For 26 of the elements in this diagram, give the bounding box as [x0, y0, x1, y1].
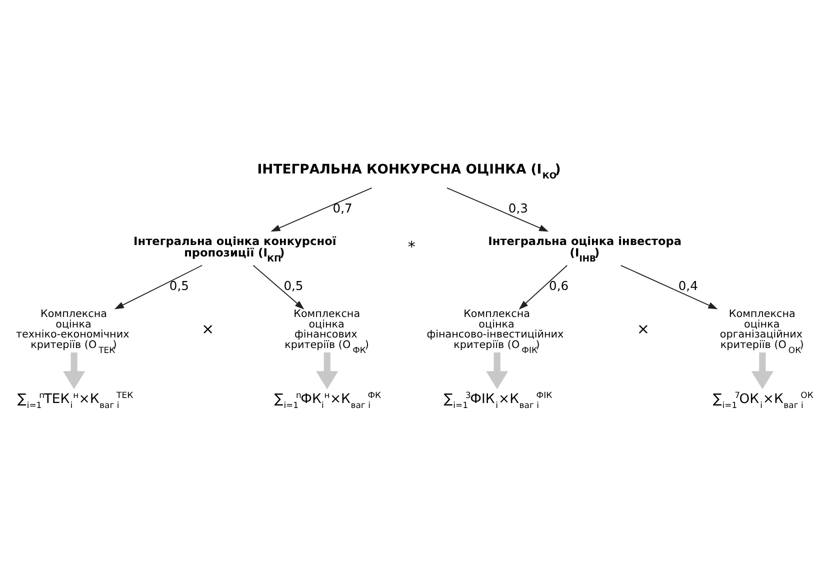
arrow	[252, 264, 304, 310]
label: ×	[202, 319, 214, 338]
arrow	[270, 186, 372, 232]
arrow	[486, 352, 508, 389]
label: *	[408, 237, 416, 256]
node-text: Комплексна оцінка техніко-економічних критеріїв (O$_{ТЕК}$)	[16, 307, 130, 356]
arrow	[62, 352, 86, 389]
edge-label: 0,5	[169, 278, 189, 293]
arrow	[518, 264, 568, 310]
node-text: Інтегральна оцінка інвестора (I$_{ІНВ}$)	[488, 233, 682, 264]
edge-label: 0,5	[284, 278, 304, 293]
node-text: Інтегральна оцінка конкурсної пропозиції (I$_{КП}$)	[134, 233, 336, 264]
node-text: ІНТЕГРАЛЬНА КОНКУРСНА ОЦІНКА (I$_{КО}$)	[257, 162, 561, 181]
arrow	[751, 352, 774, 389]
arrow	[620, 264, 718, 309]
arrow	[316, 352, 338, 389]
arrow	[114, 264, 203, 309]
node-text: Комплексна оцінка організаційних критеріїв (O$_{ОК}$)	[720, 307, 804, 356]
node-text: Комплексна оцінка фінансових критеріїв (O$_{ФК}$)	[284, 307, 369, 356]
arrow	[446, 186, 549, 232]
label: ×	[636, 319, 650, 338]
edge-label: 0,7	[332, 201, 352, 216]
node-text: Комплексна оцінка фінансово-інвестиційних критеріїв (O$_{ФІК}$)	[426, 307, 564, 356]
edge-label: 0,3	[508, 201, 528, 216]
edge-label: 0,4	[678, 278, 698, 293]
edge-label: 0,6	[549, 278, 569, 293]
